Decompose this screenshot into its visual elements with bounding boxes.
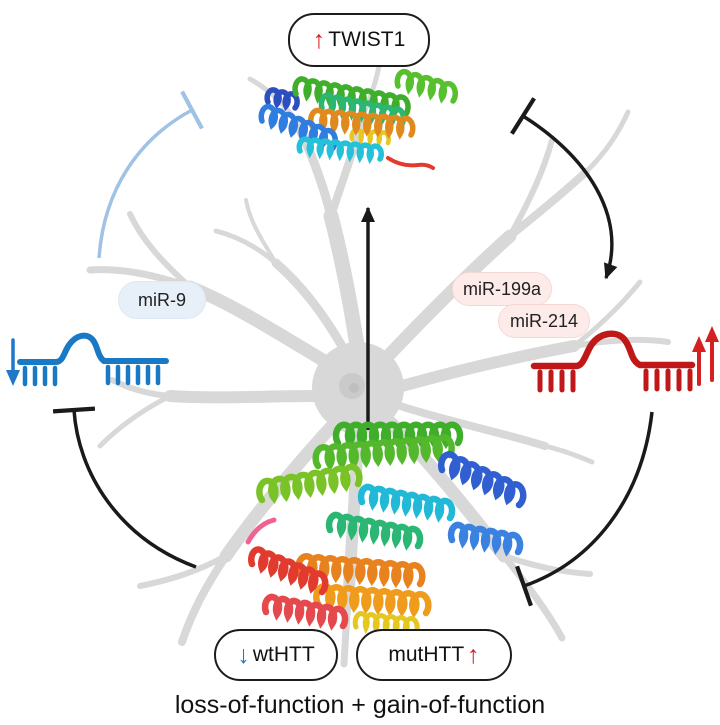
mir9-down-arrow-icon [6,338,20,386]
mir9-to-twist1-weak-inhibition-arrow [97,90,204,259]
mir199a-label: miR-199a [462,278,542,299]
mirna-up-arrows-icon [692,326,719,386]
htt-to-mir9-inhibition-arrow [52,406,197,569]
mir199a-214-hairpin-icon [530,330,696,393]
mir214-label: miR-214 [509,310,579,331]
mir214-node: miR-214 [498,304,590,338]
twist1-label: TWIST1 [328,28,406,51]
mir9-hairpin-icon [17,332,169,387]
mir199a-node: miR-199a [452,272,552,306]
up-arrow-icon: ↑ [312,25,326,54]
muthtt-node: mutHTT ↑ [356,629,512,681]
mirna-to-htt-inhibition-arrow [515,411,654,607]
figure-caption: loss-of-function + gain-of-function [174,691,546,719]
muthtt-label: mutHTT [388,643,465,666]
up-arrow-icon: ↑ [467,640,480,669]
twist1-protein-structure [258,68,459,170]
wthtt-label: wtHTT [252,643,315,666]
twist1-node: ↑ TWIST1 [288,13,430,67]
wthtt-node: ↓ wtHTT [214,629,338,681]
mir9-label: miR-9 [138,289,186,310]
htt-protein-structure [245,421,527,639]
twist1-to-mirna-arrow [510,97,618,280]
mir9-node: miR-9 [118,281,206,319]
down-arrow-icon: ↓ [237,640,250,669]
